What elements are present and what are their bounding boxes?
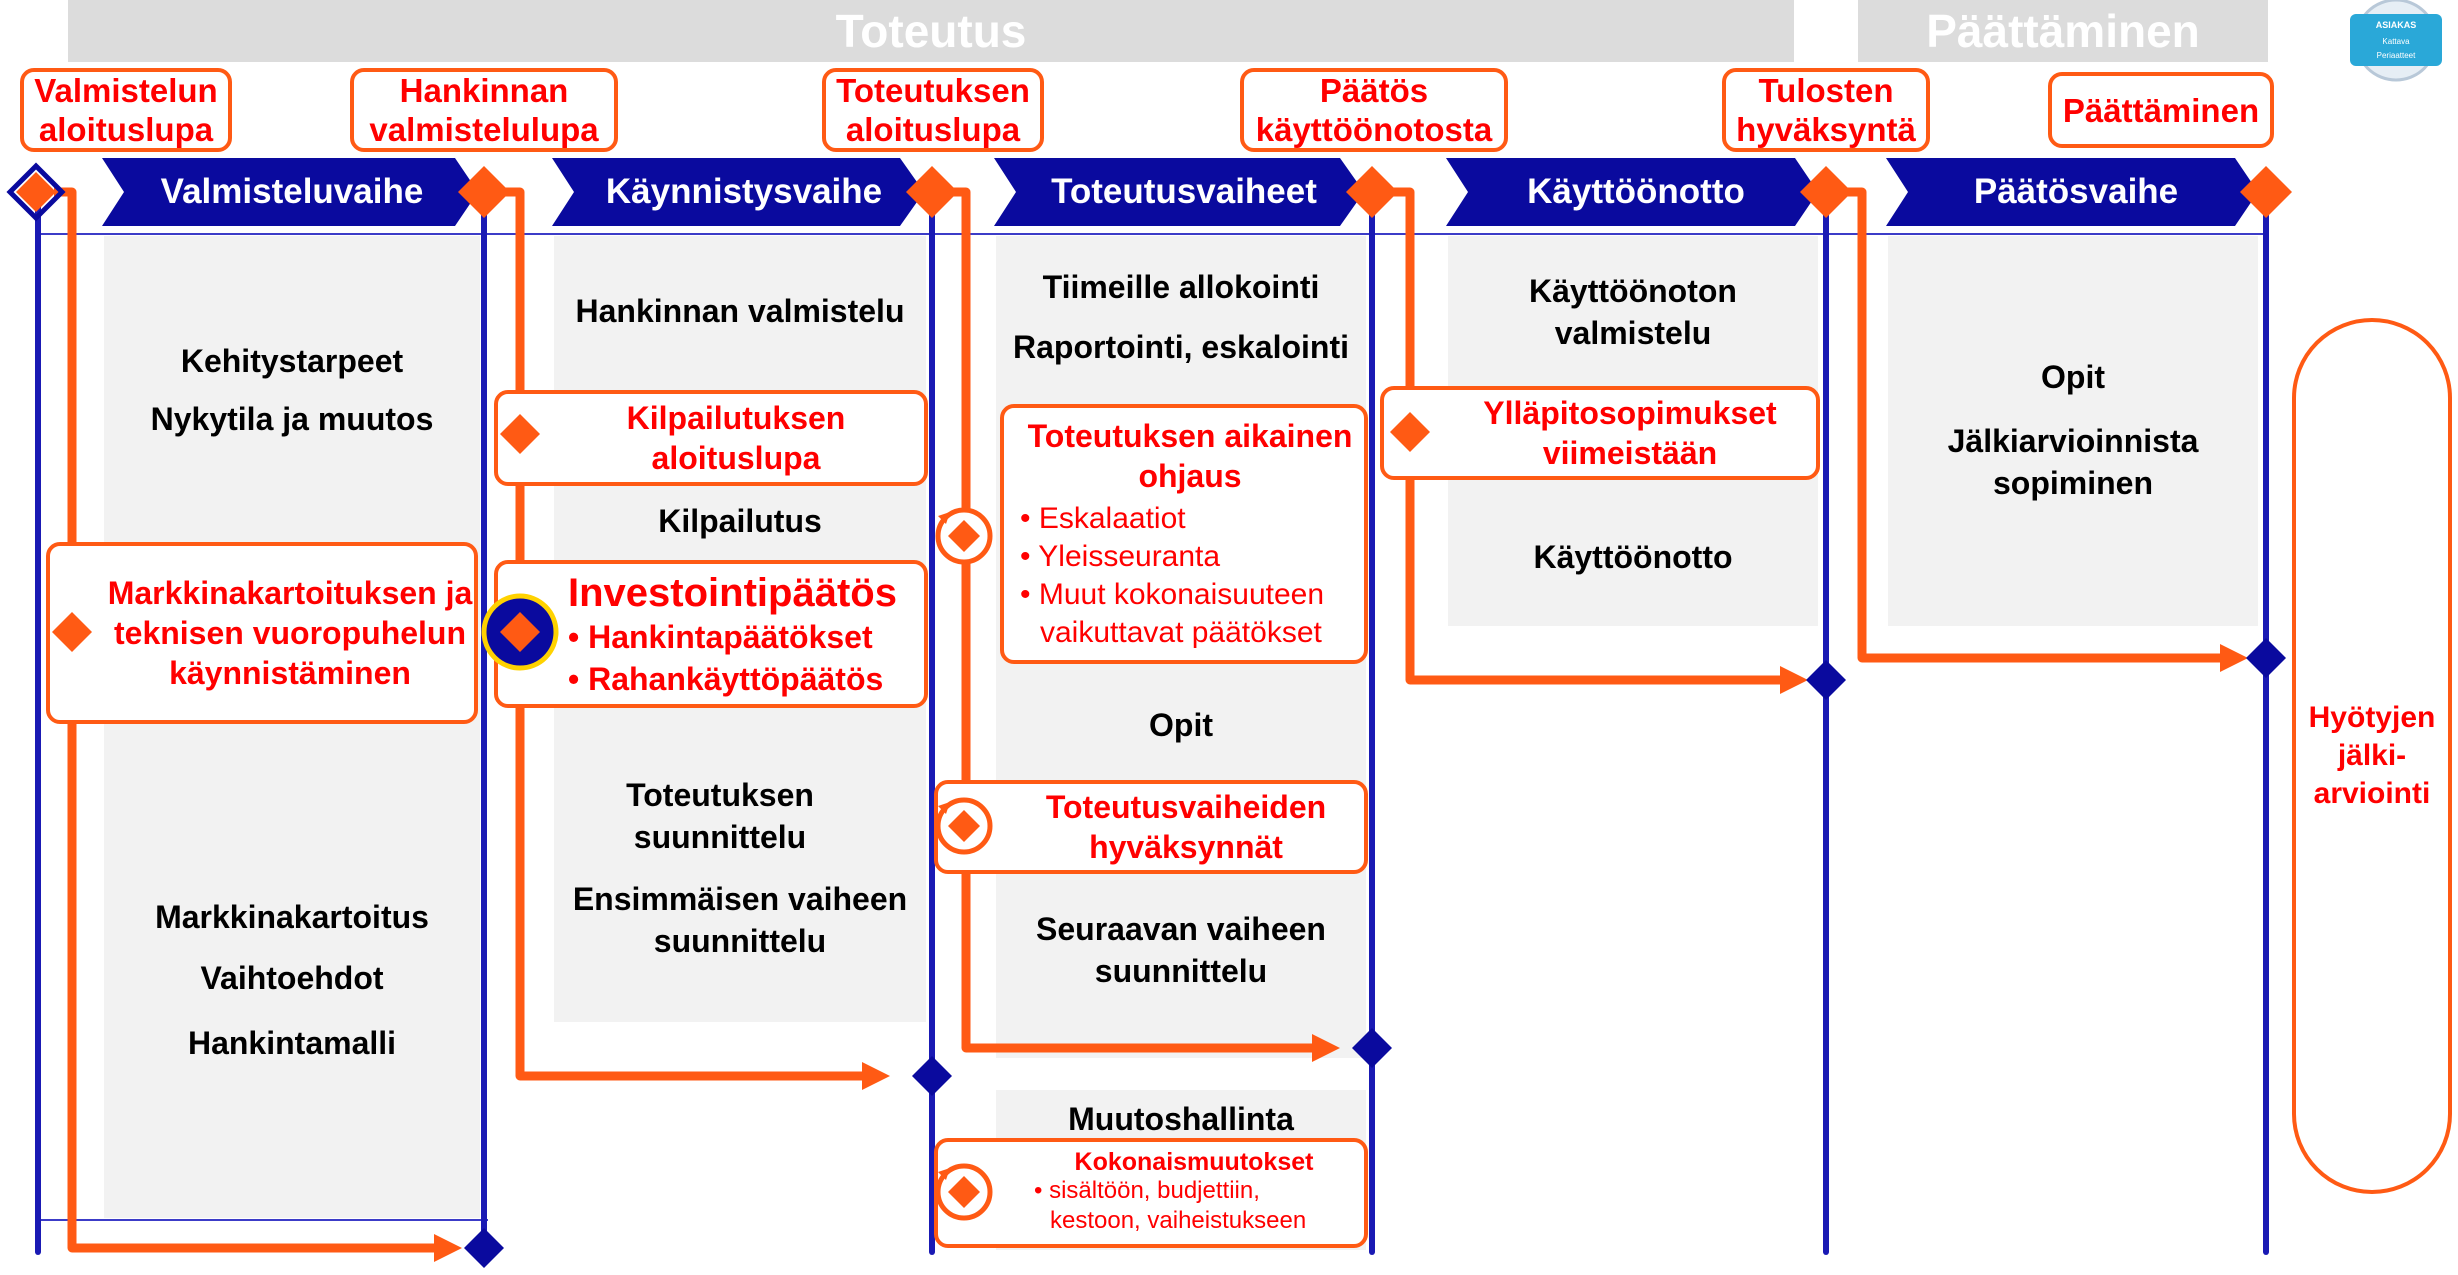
col3-box2-text: Toteutusvaiheiden hyväksynnät — [1045, 789, 1327, 865]
col3-box3-list: sisältöön, budjettiin, kestoon, vaiheist… — [1034, 1176, 1354, 1236]
phase-arrow-toteutusvaiheet — [994, 158, 1364, 226]
col3-item-opit: Opit — [1149, 707, 1213, 743]
end-diamond-2 — [912, 1056, 952, 1096]
col2-item-toteutuksen-suunnittelu: Toteutuksen suunnittelu — [626, 777, 814, 855]
col2-item-hankinnan-valmistelu: Hankinnan valmistelu — [575, 293, 905, 329]
milestone-line1: Valmistelun — [34, 72, 218, 109]
col2-invest-title: Investointipäätös — [568, 571, 897, 615]
col1-box-markkinakartoitus: Markkinakartoituksen ja teknisen vuoropu… — [46, 542, 478, 724]
col3-box-toteutusvaiheiden-hyvaksynnat: Toteutusvaiheiden hyväksynnät — [934, 780, 1368, 874]
phase-arrows — [102, 158, 2258, 226]
gate-diamond-5 — [1800, 166, 1852, 218]
col4-box-yllapitosopimukset: Ylläpitosopimukset viimeistään — [1380, 386, 1820, 480]
milestone-line2: aloituslupa — [845, 111, 1021, 148]
route-5 — [1844, 187, 2226, 663]
col3-box-toteutuksen-aikainen-ohjaus: Toteutuksen aikainen ohjaus Eskalaatiot … — [1000, 404, 1368, 664]
col2-invest-list: Hankintapäätökset Rahankäyttöpäätös — [568, 616, 924, 700]
gate-diamond-1 — [16, 172, 56, 212]
col4-box1-text: Ylläpitosopimukset viimeistään — [1483, 395, 1777, 471]
benefit-evaluation-text: Hyötyjen jälki-arviointi — [2308, 701, 2436, 810]
milestone-line1: Tulosten — [1758, 72, 1894, 109]
route-arrowhead-4 — [1780, 666, 1808, 694]
band-toteutus-label: Toteutus — [835, 5, 1027, 57]
phase-arrow-kaynnistysvaihe — [552, 158, 924, 226]
phase-label-paatosvaihe: Päätösvaihe — [1973, 172, 2179, 211]
col3-box1-list: Eskalaatiot Yleisseuranta Muut kokonaisu… — [1020, 500, 1360, 652]
col1-item-hankintamalli: Hankintamalli — [187, 1025, 397, 1061]
milestone-line2: aloituslupa — [38, 111, 214, 148]
gate-diamond-start-outline — [6, 162, 66, 222]
col3-box1-item: Yleisseuranta — [1020, 538, 1360, 576]
milestone-line1: Toteutuksen — [836, 72, 1030, 109]
col2-box-kilpailutuksen-aloituslupa: Kilpailutuksen aloituslupa — [494, 390, 928, 486]
end-diamond-4 — [1806, 660, 1846, 700]
phase-label-kaynnistysvaihe: Käynnistysvaihe — [605, 172, 883, 211]
band-toteutus: Toteutus — [68, 0, 1794, 62]
col2-invest-item: Hankintapäätökset — [568, 616, 924, 658]
milestone-line1: Hankinnan — [399, 72, 569, 109]
phase-label-valmisteluvaihe: Valmisteluvaihe — [160, 172, 424, 211]
milestone-line2: hyväksyntä — [1736, 111, 1916, 148]
col2-box1-text: Kilpailutuksen aloituslupa — [626, 400, 846, 476]
col3-item-tiimeille-allokointi: Tiimeille allokointi — [1042, 269, 1320, 305]
phase-label-kayttoonotto: Käyttöönotto — [1527, 172, 1745, 211]
gate-diamond-4 — [1346, 166, 1398, 218]
end-diamond-5 — [2246, 638, 2286, 678]
milestone-paattaminen: Päättäminen — [2048, 72, 2274, 148]
gate-diamond-2 — [458, 166, 510, 218]
col2-box-investointipaatos: Investointipäätös Hankintapäätökset Raha… — [494, 560, 928, 708]
column-valmisteluvaihe — [104, 236, 480, 1218]
col2-item-kilpailutus: Kilpailutus — [658, 503, 822, 539]
route-arrowhead-5 — [2220, 644, 2248, 672]
phase-label-toteutusvaiheet: Toteutusvaiheet — [1051, 172, 1317, 211]
benefit-evaluation-box: Hyötyjen jälki-arviointi — [2292, 318, 2452, 1194]
end-diamond-1 — [464, 1228, 504, 1268]
milestone-line1: Päätös — [1319, 72, 1429, 109]
band-paattaminen: Päättäminen — [1858, 0, 2268, 62]
col4-item-kayttoonoton-valmistelu: Käyttöönoton valmistelu — [1529, 273, 1737, 351]
milestone-line2: käyttöönotosta — [1255, 111, 1493, 148]
col3-box-kokonaismuutokset: Kokonaismuutokset sisältöön, budjettiin,… — [934, 1138, 1368, 1248]
gate-diamond-3 — [906, 166, 958, 218]
col1-item-nykytila: Nykytila ja muutos — [150, 401, 434, 437]
col5-item-jalkiarvioinnista: Jälkiarvioinnista sopiminen — [1947, 423, 2199, 501]
col3-item-muutoshallinta: Muutoshallinta — [1068, 1101, 1294, 1137]
band-paattaminen-label: Päättäminen — [1926, 5, 2200, 57]
col2-invest-item: Rahankäyttöpäätös — [568, 658, 924, 700]
gate-diamond-6 — [2240, 166, 2292, 218]
route-arrowhead-1 — [434, 1234, 462, 1262]
col3-box1-title: Toteutuksen aikainen ohjaus — [1027, 418, 1353, 494]
col1-box-text: Markkinakartoituksen ja teknisen vuoropu… — [107, 575, 473, 691]
milestone-line2: valmistelulupa — [369, 111, 599, 148]
column-paatosvaihe — [1888, 236, 2258, 626]
col1-item-vaihtoehdot: Vaihtoehdot — [200, 960, 384, 996]
col2-item-ensimmaisen-vaiheen: Ensimmäisen vaiheen suunnittelu — [572, 881, 908, 959]
col1-item-kehitystarpeet: Kehitystarpeet — [180, 343, 404, 379]
col3-box3-item: sisältöön, budjettiin, kestoon, vaiheist… — [1034, 1176, 1354, 1236]
milestone-line1: Päättäminen — [2062, 91, 2260, 129]
col4-item-kayttoonotto: Käyttöönotto — [1533, 539, 1733, 575]
col3-box1-item: Muut kokonaisuuteen vaikuttavat päätökse… — [1020, 576, 1360, 652]
phase-arrow-paatosvaihe — [1886, 158, 2258, 226]
col5-item-opit: Opit — [2041, 359, 2105, 395]
end-diamond-3 — [1352, 1028, 1392, 1068]
col3-item-raportointi: Raportointi, eskalointi — [1012, 329, 1350, 365]
route-arrowhead-2 — [862, 1062, 890, 1090]
col3-item-seuraavan-vaiheen: Seuraavan vaiheen suunnittelu — [1036, 911, 1326, 989]
phase-arrow-kayttoonotto — [1446, 158, 1818, 226]
col3-box3-title: Kokonaismuutokset — [1074, 1148, 1314, 1176]
col3-box1-item: Eskalaatiot — [1020, 500, 1360, 538]
route-arrowhead-3 — [1312, 1034, 1340, 1062]
phase-arrow-valmisteluvaihe — [102, 158, 478, 226]
col1-item-markkinakartoitus: Markkinakartoitus — [155, 899, 429, 935]
